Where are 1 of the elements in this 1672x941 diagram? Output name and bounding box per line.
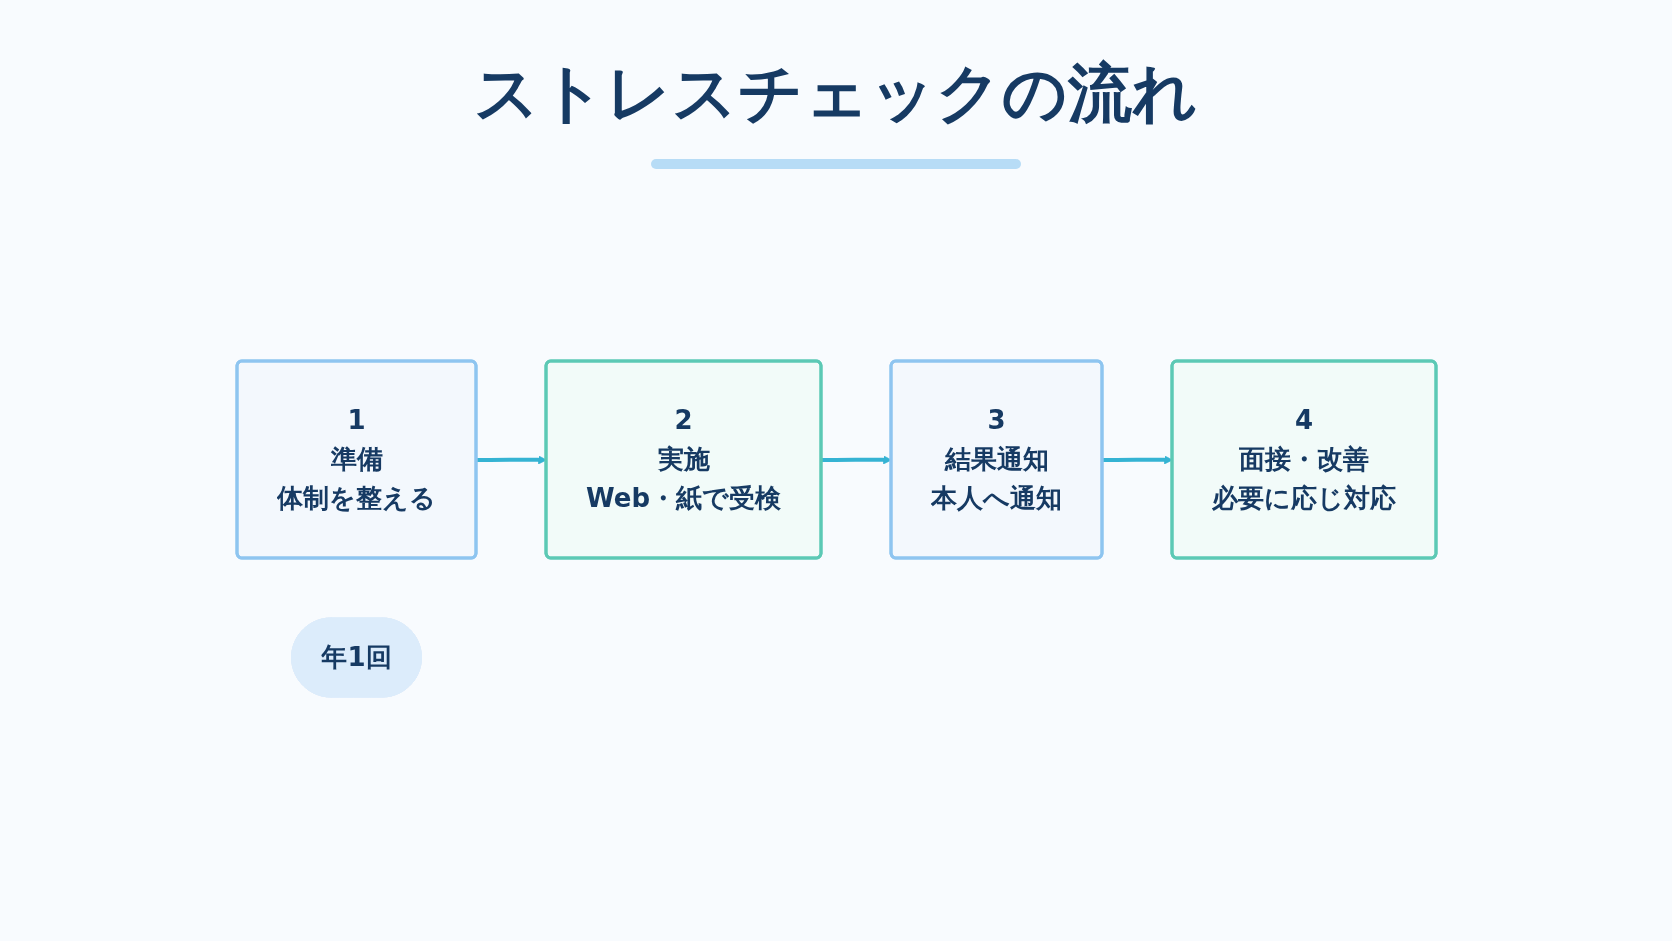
title: ストレスチェックの流れ xyxy=(473,55,1199,132)
